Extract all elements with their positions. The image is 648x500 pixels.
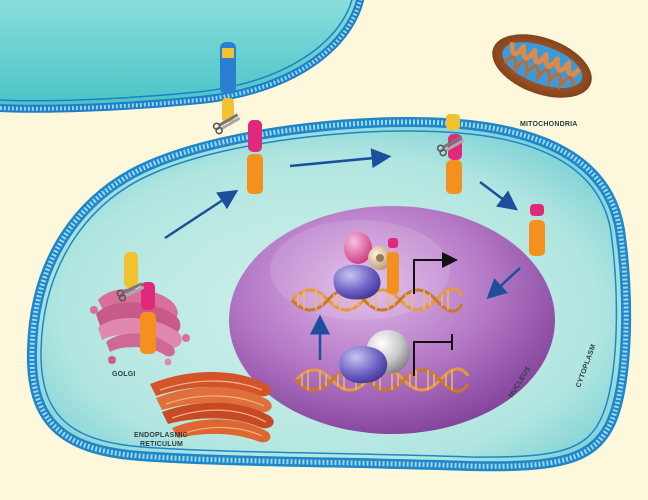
dna-strand-upper [290,287,464,313]
mitochondria-label: MITOCHONDRIA [520,121,578,128]
er-label-line2: RETICULUM [140,441,183,448]
arrow-golgi-to-membrane [164,189,239,240]
scissors-icon-2 [436,135,465,157]
golgi-label: GOLGI [112,371,136,378]
released-fragment [529,204,545,256]
transcription-on-arrow-icon [413,252,458,294]
repressed-complex [339,330,410,384]
mitochondria [492,34,592,98]
scissors-icon-3 [116,282,145,302]
er-label-line1: ENDOPLASMIC [134,432,188,439]
arrow-to-released-fragment [479,181,518,211]
endoplasmic-reticulum [150,372,274,443]
scissors-icon [212,113,241,135]
arrow-receptor-along-membrane [289,148,392,169]
active-transcription-complex [333,232,399,300]
pathway-arrows [164,148,521,360]
transcription-off-icon [413,334,453,376]
arrow-fragment-to-nucleus [486,267,521,300]
receptor-ligand-contact [212,42,263,194]
receptor-cleaved [436,114,465,194]
upper-cell [0,0,365,113]
golgi [90,252,190,366]
